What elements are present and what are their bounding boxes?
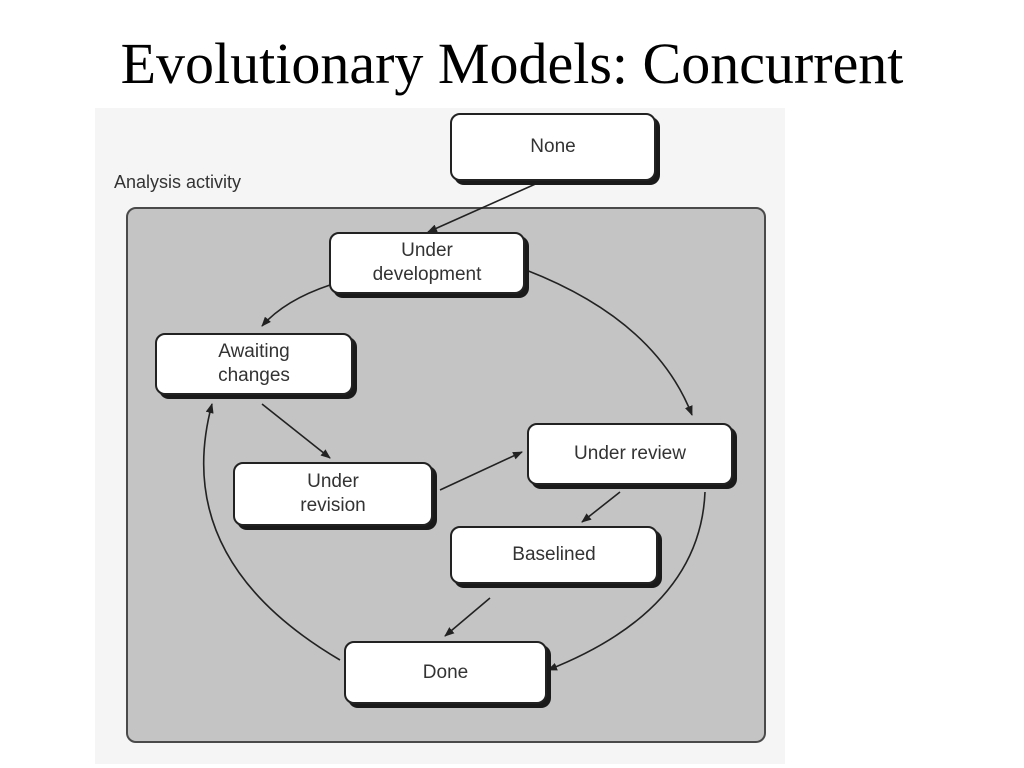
state-baselined: Baselined bbox=[450, 526, 658, 584]
arrow-under-development-to-awaiting-changes bbox=[261, 284, 331, 327]
state-under-review: Under review bbox=[527, 423, 733, 485]
arrow-none-to-under-development bbox=[427, 181, 541, 233]
state-under-revision: Under revision bbox=[233, 462, 433, 526]
arrow-under-revision-to-under-review bbox=[439, 451, 523, 491]
arrow-under-review-to-baselined bbox=[581, 491, 621, 523]
slide-title: Evolutionary Models: Concurrent bbox=[120, 31, 904, 96]
state-none: None bbox=[450, 113, 656, 181]
arrow-awaiting-changes-to-under-revision bbox=[261, 403, 331, 459]
arrow-baselined-to-done bbox=[444, 597, 491, 637]
arrow-under-review-to-done bbox=[547, 491, 706, 671]
state-awaiting-changes: Awaiting changes bbox=[155, 333, 353, 395]
state-done: Done bbox=[344, 641, 547, 704]
arrow-under-development-to-under-review bbox=[525, 269, 693, 416]
analysis-activity-label: Analysis activity bbox=[114, 172, 242, 192]
arrow-done-to-awaiting-changes bbox=[202, 403, 341, 661]
state-under-development: Under development bbox=[329, 232, 525, 294]
